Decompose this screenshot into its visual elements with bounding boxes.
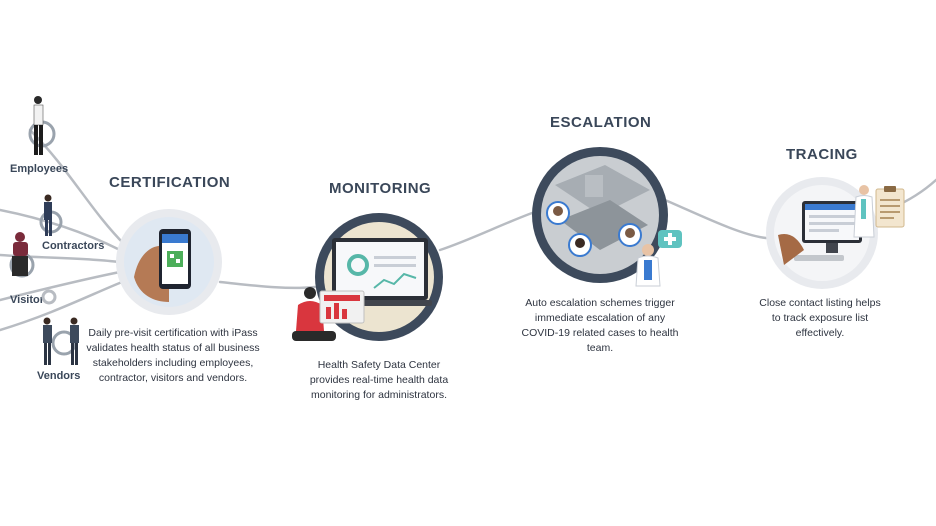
contractor-person-icon (39, 194, 63, 236)
escalation-map-icon (532, 147, 668, 283)
certification-description: Daily pre-visit certification with iPass… (86, 327, 260, 384)
tracing-computer-icon (766, 177, 878, 289)
vendors-label: Vendors (37, 370, 81, 382)
tracing-description: Close contact listing helps to track exp… (759, 297, 881, 339)
employees-label: Employees (10, 163, 69, 175)
contractors-label: Contractors (42, 240, 105, 252)
vendors-people-icon (43, 317, 79, 365)
escalation-doctor-icon (635, 230, 682, 287)
visitors-label: Visitors (10, 294, 51, 306)
employee-person-icon (28, 96, 56, 155)
visitor-person-icon (9, 232, 35, 278)
monitoring-person-icon (292, 287, 365, 341)
monitoring-description: Health Safety Data Center provides real-… (309, 359, 449, 401)
visitor-node-icon (41, 289, 57, 305)
tracing-doctor-clipboard-icon (853, 185, 905, 238)
escalation-description: Auto escalation schemes trigger immediat… (521, 297, 679, 354)
monitoring-title: MONITORING (329, 180, 432, 197)
certification-title: CERTIFICATION (109, 174, 231, 191)
certification-phone-icon (116, 209, 222, 315)
escalation-title: ESCALATION (550, 114, 652, 131)
tracing-title: TRACING (786, 146, 858, 163)
